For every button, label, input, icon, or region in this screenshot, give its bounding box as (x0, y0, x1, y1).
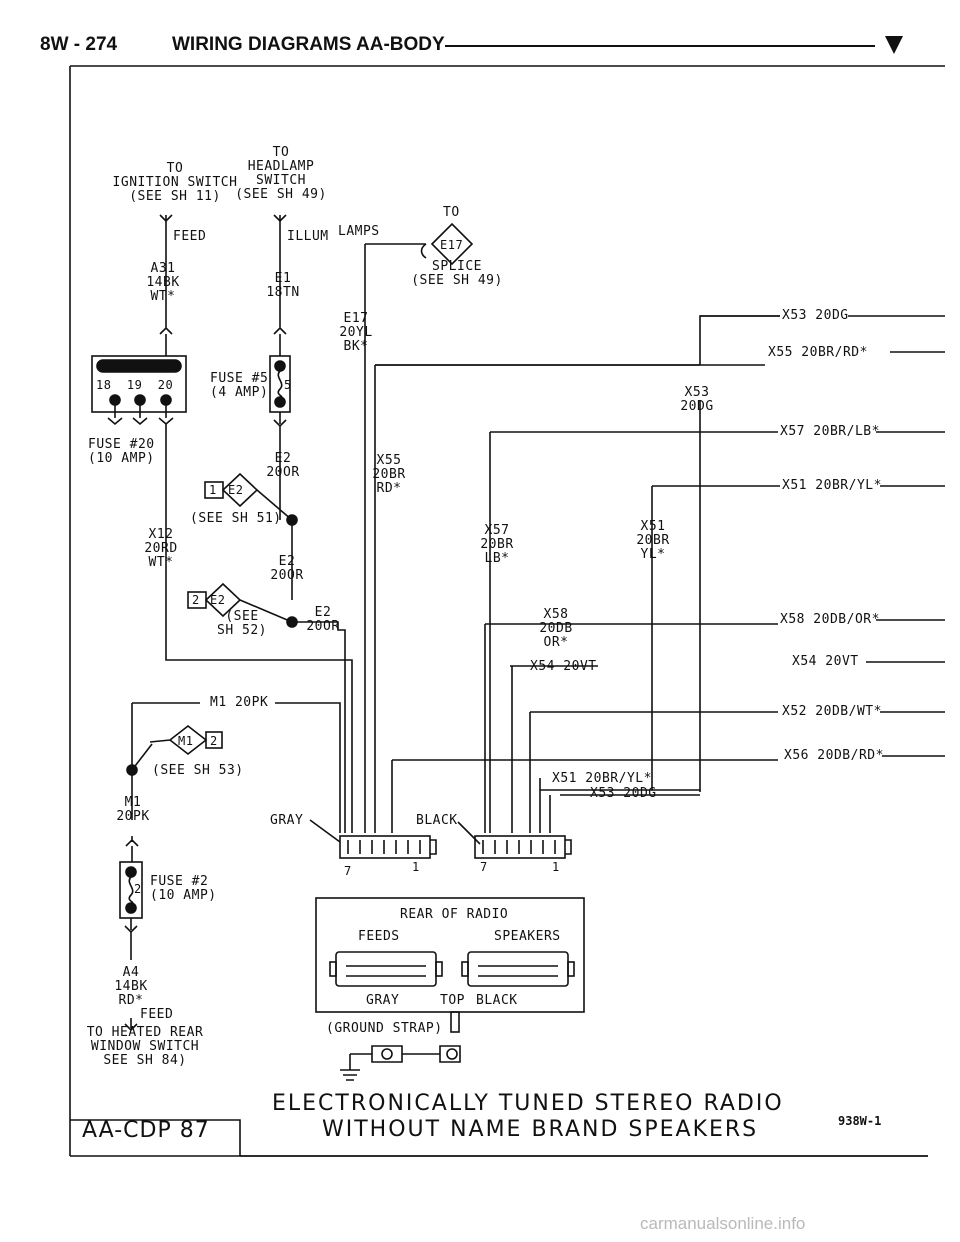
wire-a4 (124, 918, 138, 960)
right-wire-label: X57 20BR/LB* (780, 424, 880, 439)
black-connector (457, 821, 572, 859)
label-gray-pin-7: 7 (344, 864, 352, 878)
label-fuse-2: FUSE #2 (10 AMP) (150, 874, 217, 903)
label-wire-e2-a: E2 20OR (266, 451, 300, 480)
gray-connector (309, 819, 437, 859)
wire-a31 (159, 215, 353, 833)
m1-connector (126, 724, 223, 776)
label-wire-e2-c: E2 20OR (306, 605, 340, 634)
footer-box (70, 1119, 928, 1157)
wire-m1-down (125, 836, 139, 862)
label-to-headlamp-switch: TO HEADLAMP SWITCH (SEE SH 49) (235, 145, 327, 202)
label-fuse-20: FUSE #20 (10 AMP) (88, 437, 155, 466)
label-ground-strap: (GROUND STRAP) (326, 1021, 443, 1036)
footer-box-label: AA-CDP 87 (82, 1118, 210, 1143)
label-black-pin-7: 7 (480, 860, 488, 874)
label-splice-see-sh49: SPLICE (SEE SH 49) (411, 259, 503, 288)
wire-e2-out (292, 621, 346, 833)
label-feed-bottom: FEED (140, 1007, 174, 1022)
label-feed: FEED (173, 229, 207, 244)
label-m1-node: M1 (178, 734, 194, 748)
feed-arrow-icon (124, 1018, 138, 1032)
label-rear-of-radio: REAR OF RADIO (400, 907, 509, 922)
label-gray-connector: GRAY (270, 813, 304, 828)
diagram-code: 938W-1 (838, 1114, 882, 1128)
label-wire-m1-top: M1 20PK (210, 695, 269, 710)
label-radio-top: TOP (440, 993, 465, 1008)
label-radio-gray: GRAY (366, 993, 400, 1008)
rear-of-radio-box (315, 897, 585, 1013)
label-fuse-5-number: 5 (284, 378, 292, 392)
diagram-title-line-2: WITHOUT NAME BRAND SPEAKERS (322, 1117, 759, 1142)
label-wire-x51-bottom: X51 20BR/YL* (552, 771, 652, 786)
label-speakers: SPEAKERS (494, 929, 561, 944)
label-wire-x12: X12 20RD WT* (144, 527, 178, 570)
ground-strap (340, 1011, 461, 1081)
label-wire-x54: X54 20VT (530, 659, 597, 674)
label-to-ignition-switch: TO IGNITION SWITCH (SEE SH 11) (112, 161, 238, 204)
label-radio-black: BLACK (476, 993, 518, 1008)
label-wire-x57: X57 20BR LB* (480, 523, 514, 566)
label-e2-node-2: E2 (210, 593, 226, 607)
page-header: 8W - 274 WIRING DIAGRAMS AA-BODY (40, 34, 940, 58)
label-wire-e1: E1 18TN (266, 271, 300, 300)
label-e17-node: E17 (440, 238, 464, 252)
label-see-sh52: (SEE SH 52) (217, 609, 267, 638)
label-fuse-5: FUSE #5 (4 AMP) (210, 371, 269, 400)
label-e2-node-1: E2 (228, 483, 244, 497)
right-wire-label: X58 20DB/OR* (780, 612, 880, 627)
right-wire-label: X53 20DG (782, 308, 849, 323)
label-m1-connector: 2 (210, 734, 218, 748)
page-title: WIRING DIAGRAMS AA-BODY (172, 34, 445, 55)
right-wire-label: X55 20BR/RD* (768, 345, 868, 360)
label-wire-x55: X55 20BR RD* (372, 453, 406, 496)
diagram-title-line-1: ELECTRONICALLY TUNED STEREO RADIO (272, 1091, 784, 1116)
wire-e1 (273, 215, 287, 520)
right-wire-lines (375, 315, 945, 833)
label-wire-x53: X53 20DG (680, 385, 714, 414)
watermark: carmanualsonline.info (640, 1214, 806, 1233)
right-wire-label: X56 20DB/RD* (784, 748, 884, 763)
label-wire-x51: X51 20BR YL* (636, 519, 670, 562)
label-wire-x58: X58 20DB OR* (539, 607, 573, 650)
label-fuse-2-number: 2 (134, 882, 142, 896)
label-wire-m1: M1 20PK (116, 795, 150, 824)
label-fuse-block-numbers: 18 19 20 (96, 378, 174, 392)
label-e2-connector-1: 1 (209, 483, 217, 497)
e17-splice-diamond (430, 222, 474, 266)
label-wire-a31: A31 14BK WT* (146, 261, 180, 304)
label-black-pin-1: 1 (552, 860, 560, 874)
label-see-sh51: (SEE SH 51) (190, 511, 282, 526)
label-lamps: LAMPS (338, 224, 380, 239)
down-triangle-icon (885, 36, 903, 54)
page-number: 8W - 274 (40, 34, 118, 55)
label-wire-a4: A4 14BK RD* (114, 965, 148, 1008)
label-e2-connector-2: 2 (192, 593, 200, 607)
label-feeds: FEEDS (358, 929, 400, 944)
wire-x53-bottom (560, 790, 701, 796)
wire-lamps (365, 243, 427, 259)
wire-a31-arrow (159, 214, 173, 223)
label-to-heated-rear-window: TO HEATED REAR WINDOW SWITCH SEE SH 84) (86, 1025, 204, 1068)
wire-m1 (131, 702, 341, 833)
label-gray-pin-1: 1 (412, 860, 420, 874)
label-wire-e17: E17 20YL BK* (339, 311, 373, 354)
label-black-connector: BLACK (416, 813, 458, 828)
wire-illum-arrow (273, 214, 287, 223)
fuse-block-fuse-20 (91, 355, 187, 426)
right-wire-label: X51 20BR/YL* (782, 478, 882, 493)
right-wire-label: X52 20DB/WT* (782, 704, 882, 719)
label-wire-x53-bottom: X53 20DG (590, 786, 657, 801)
right-wire-label: X54 20VT (792, 654, 859, 669)
label-illum: ILLUM (287, 229, 329, 244)
label-see-sh53: (SEE SH 53) (152, 763, 244, 778)
label-to-splice: TO (443, 205, 460, 220)
label-wire-e2-b: E2 20OR (270, 554, 304, 583)
header-rule (445, 45, 875, 47)
